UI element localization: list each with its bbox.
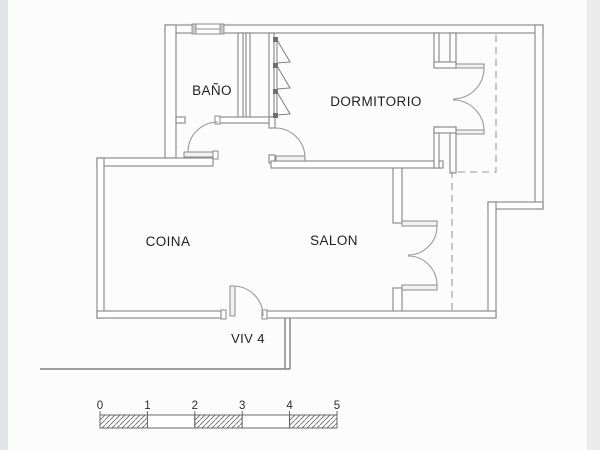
coina-top-wall [96, 157, 214, 167]
bano-right-wall [237, 32, 244, 120]
bano-bottom-stub [175, 116, 186, 124]
terrace-dashed-line [451, 35, 497, 311]
room-label-dormitorio: DORMITORIO [330, 94, 422, 109]
salon-door-top-leaf [401, 220, 438, 227]
entry-walk-lines [40, 318, 291, 370]
dorm-right-wall-upper [433, 32, 440, 67]
left-wall [96, 157, 105, 319]
closet-right-wall [268, 32, 275, 118]
exterior-walls [96, 24, 544, 319]
doors [183, 61, 485, 320]
bano-door-arc [187, 121, 219, 153]
salon-right-wall-upper [392, 164, 403, 224]
bano-door-leaf-cap [212, 150, 219, 160]
corridor-wall-upper [449, 32, 457, 67]
corridor-wall-lower [449, 126, 457, 174]
scale-number-0: 0 [97, 400, 103, 412]
scale-number-5: 5 [334, 400, 340, 412]
closet-hinge-3 [273, 89, 278, 94]
right-wall-upper [534, 24, 544, 210]
scale-number-1: 1 [144, 400, 150, 412]
double-door-bottom-leaf [455, 129, 485, 135]
double-door-top-arc [452, 67, 485, 100]
bano-closet-bottom-wall [217, 116, 275, 124]
salon-door-top-arc [407, 225, 438, 256]
salon-door-bottom-arc [407, 255, 438, 286]
entry-door-arc [232, 285, 264, 317]
double-door-top-leaf [455, 63, 485, 69]
dormitorio-door-arc [274, 127, 306, 159]
scale-segment-2-plain [146, 414, 196, 429]
bano-door-leaf [183, 151, 218, 158]
window-end-right [219, 23, 225, 35]
double-door-bottom-cap [433, 126, 457, 134]
scale-number-4: 4 [286, 400, 293, 412]
salon-right-wall-lower [392, 287, 403, 315]
window-end-left [191, 23, 197, 35]
closet-left-wall [245, 32, 251, 118]
upper-left-wall [164, 24, 177, 159]
double-door-bottom-arc [452, 99, 485, 132]
closet-hinge-4 [273, 113, 278, 118]
dormitorio-door-leaf [275, 155, 306, 162]
bano-window [191, 23, 225, 35]
scale-segment-1-hatched [99, 414, 148, 429]
interior-walls [175, 32, 457, 174]
room-label-bano: BAÑO [192, 83, 232, 98]
hall-door-top-cap [268, 116, 276, 129]
closet-hinge-1 [273, 37, 278, 42]
page-edge-left [0, 0, 8, 450]
entry-door-jamb-left [220, 309, 227, 320]
labels: BAÑO DORMITORIO COINA SALON VIV 4 [146, 83, 422, 346]
closet-symbol [273, 37, 291, 118]
dormitorio-bottom-wall [270, 160, 444, 169]
scale-segment-4-plain [241, 414, 291, 429]
salon-door-bottom-leaf [401, 284, 438, 291]
closet-hinge-2 [273, 63, 278, 68]
page-edge-right [587, 0, 600, 450]
closet-triangle-2 [276, 64, 291, 90]
scale-bar: 0 1 2 3 4 5 [97, 400, 340, 429]
bottom-wall-left [96, 310, 222, 319]
entry-door-leaf [229, 285, 236, 317]
right-wall-lower [487, 201, 497, 319]
scale-number-3: 3 [239, 400, 245, 412]
double-door-top-cap [433, 61, 457, 69]
bottom-wall-right [265, 310, 497, 319]
closet-triangle-1 [276, 38, 291, 64]
unit-label-viv4: VIV 4 [231, 331, 265, 346]
bano-door-jamb [214, 115, 221, 125]
room-label-salon: SALON [310, 233, 358, 248]
entry-door-jamb-right [261, 309, 268, 320]
room-label-coina: COINA [146, 234, 191, 249]
scale-segment-3-hatched [194, 414, 243, 429]
closet-triangle-3 [276, 90, 291, 116]
scale-segment-5-hatched [289, 414, 338, 429]
scale-number-2: 2 [192, 400, 198, 412]
